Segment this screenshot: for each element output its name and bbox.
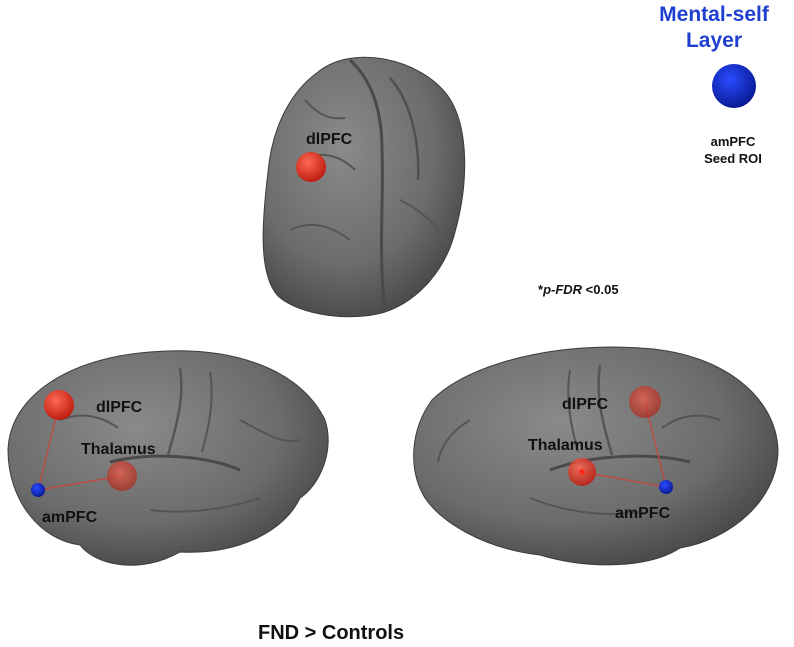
legend-seed-line2: Seed ROI [704,151,762,166]
label-dlpfc-left: dlPFC [96,399,143,416]
connection-ampfc-thalamus-right [581,471,667,488]
contrast-caption: FND > Controls [258,622,405,644]
roi-ampfc-seed-left [31,483,45,497]
legend-seed-label: amPFC Seed ROI [678,133,788,167]
legend-seed-line1: amPFC [710,134,756,149]
label-thalamus-right: Thalamus [528,437,603,454]
stats-star: * [538,282,544,297]
roi-dlpfc-left [44,390,74,420]
legend-title: Mental-self Layer [644,2,784,54]
legend-seed-sphere [712,64,756,108]
brain-frontal-view [262,56,466,318]
roi-thalamus-left [107,461,137,491]
stats-threshold-note: *p-FDR <0.05 [538,282,619,297]
label-thalamus-left: Thalamus [81,441,156,458]
label-dlpfc-frontal: dlPFC [306,131,353,148]
stats-label: p-FDR [543,282,583,297]
roi-dlpfc-right [629,386,661,418]
brain-left-lateral-view [7,350,329,566]
legend-title-line1: Mental-self [659,3,769,26]
roi-dlpfc-frontal [296,152,326,182]
legend-title-line2: Layer [685,29,743,52]
label-dlpfc-right: dlPFC [562,396,609,413]
label-ampfc-right: amPFC [615,505,671,522]
roi-thalamus-right-core [579,469,585,475]
brain-right-lateral-view [413,346,779,566]
roi-ampfc-seed-right [659,480,673,494]
stats-threshold: <0.05 [582,282,619,297]
label-ampfc-left: amPFC [42,509,98,526]
